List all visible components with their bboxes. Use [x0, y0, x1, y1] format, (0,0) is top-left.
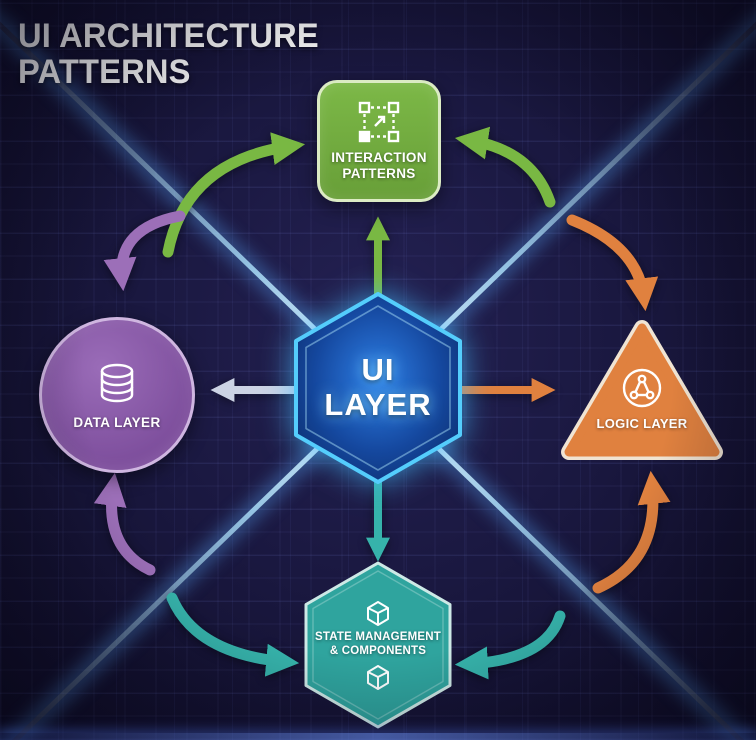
- node-state-management: STATE MANAGEMENT & COMPONENTS: [303, 561, 453, 729]
- node-logic-label: LOGIC LAYER: [596, 416, 688, 431]
- node-interaction-label: INTERACTION PATTERNS: [331, 150, 427, 181]
- node-ui-layer-label: UI LAYER: [324, 352, 432, 422]
- arrow-curved-orange-top: [566, 214, 659, 312]
- ui-selection-icon: [358, 101, 400, 143]
- arrow-curved-teal-left: [166, 592, 300, 677]
- page-title-line1: UI ARCHITECTURE: [18, 17, 319, 55]
- page-title: UI ARCHITECTURE PATTERNS: [18, 18, 319, 90]
- arrow-curved-green-right: [454, 126, 556, 208]
- node-logic-layer: LOGIC LAYER: [557, 314, 727, 466]
- arrow-curved-orange-bottom: [592, 470, 671, 594]
- arrow-curved-green-left: [162, 132, 306, 258]
- node-state-label: STATE MANAGEMENT & COMPONENTS: [314, 631, 442, 657]
- node-ui-layer: UI LAYER: [293, 292, 463, 484]
- node-data-label: DATA LAYER: [73, 414, 161, 430]
- network-nodes-icon: [622, 368, 662, 408]
- node-interaction-patterns: INTERACTION PATTERNS: [317, 80, 441, 202]
- cube-icon: [367, 664, 389, 690]
- database-icon: [100, 363, 134, 402]
- arrow-curved-purple-bottom: [93, 472, 156, 576]
- cube-icon: [367, 601, 389, 627]
- page-title-line2: PATTERNS: [18, 53, 191, 92]
- node-data-layer: DATA LAYER: [39, 317, 195, 473]
- arrow-curved-teal-right: [454, 610, 566, 680]
